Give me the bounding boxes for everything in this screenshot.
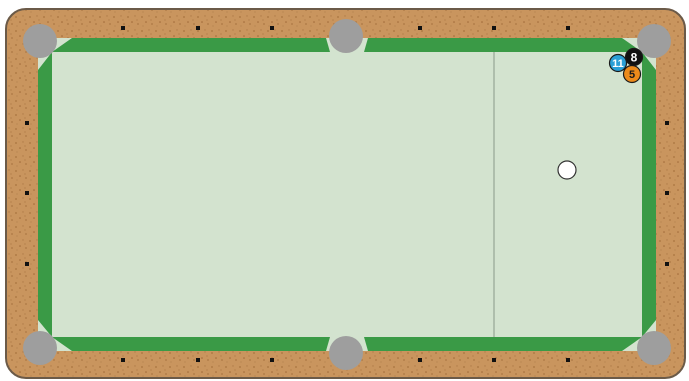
pocket-bottom-right: [637, 331, 671, 365]
diamond-bottom-6: [566, 358, 570, 362]
diamond-bottom-2: [196, 358, 200, 362]
diamond-bottom-4: [418, 358, 422, 362]
diamond-top-6: [566, 26, 570, 30]
pocket-bottom-left: [23, 331, 57, 365]
diamond-right-2: [665, 191, 669, 195]
cue-ball[interactable]: [558, 161, 576, 179]
diamond-top-2: [196, 26, 200, 30]
diamond-bottom-3: [270, 358, 274, 362]
ball-8[interactable]: 8: [626, 49, 643, 66]
diamond-top-1: [121, 26, 125, 30]
pocket-top-middle: [329, 19, 363, 53]
diamond-right-3: [665, 262, 669, 266]
diamond-top-4: [418, 26, 422, 30]
ball-11-number: 11: [612, 58, 624, 70]
diamond-bottom-1: [121, 358, 125, 362]
pocket-bottom-middle: [329, 336, 363, 370]
diamond-left-3: [25, 262, 29, 266]
diamond-top-3: [270, 26, 274, 30]
diamond-left-1: [25, 121, 29, 125]
ball-5[interactable]: 5: [624, 66, 641, 83]
ball-11[interactable]: 11: [610, 55, 627, 72]
diamond-bottom-5: [492, 358, 496, 362]
diamond-right-1: [665, 121, 669, 125]
felt-surface: [52, 52, 642, 337]
pocket-top-left: [23, 24, 57, 58]
diamond-top-5: [492, 26, 496, 30]
diamond-left-2: [25, 191, 29, 195]
ball-5-number: 5: [629, 69, 635, 81]
ball-8-number: 8: [631, 51, 638, 65]
